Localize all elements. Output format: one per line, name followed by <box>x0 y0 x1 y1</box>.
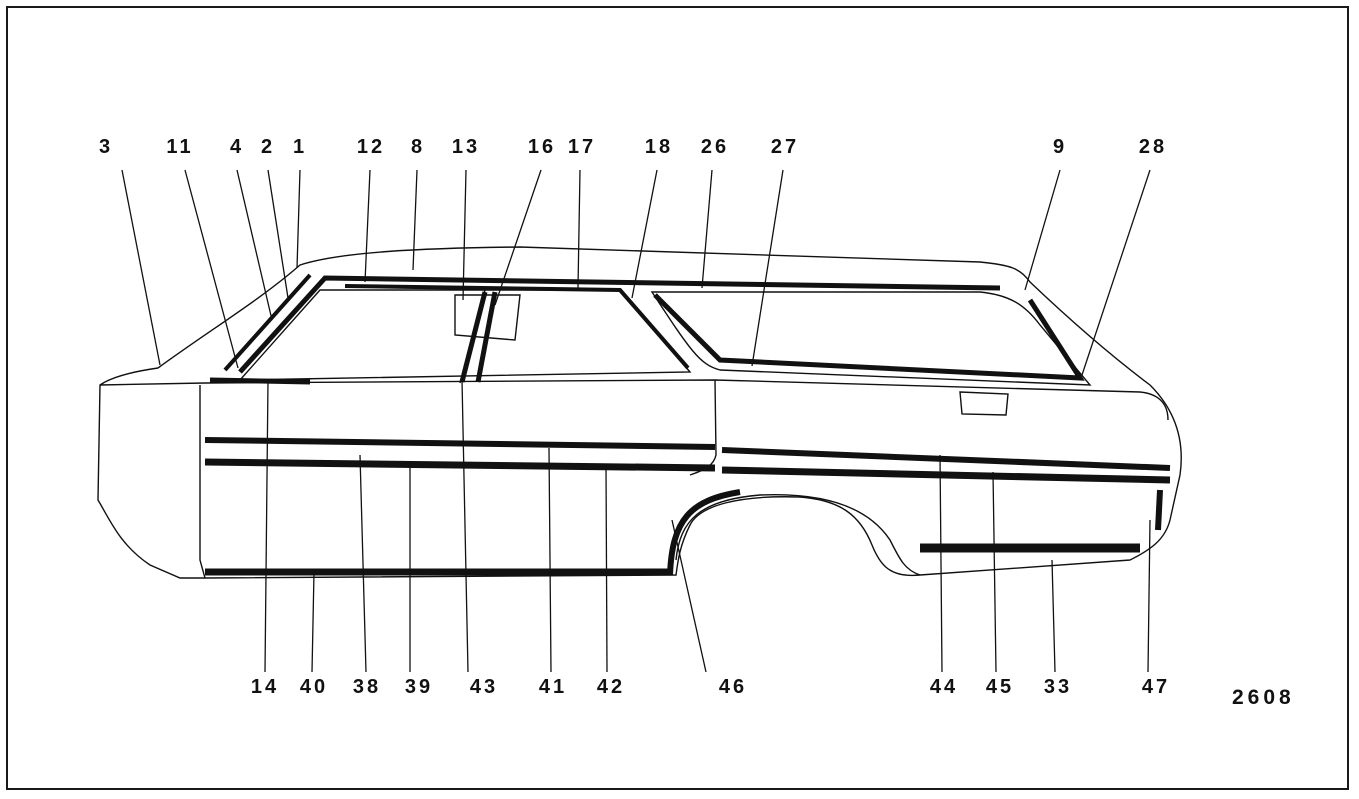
callout-label: 13 <box>451 136 481 158</box>
callout-label: 27 <box>770 136 800 158</box>
callout-label: 16 <box>527 136 557 158</box>
callout-label: 9 <box>1052 136 1068 158</box>
callout-label: 4 <box>229 136 245 158</box>
diagram-frame <box>6 6 1349 790</box>
callout-label: 41 <box>538 676 568 698</box>
callout-label: 3 <box>98 136 114 158</box>
callout-label: 28 <box>1138 136 1168 158</box>
callout-label: 11 <box>166 136 194 158</box>
callout-label: 45 <box>985 676 1015 698</box>
car-body-outline <box>97 246 1182 579</box>
callout-label: 33 <box>1043 676 1073 698</box>
callout-label: 40 <box>299 676 329 698</box>
callout-label: 26 <box>700 136 730 158</box>
callout-label: 12 <box>356 136 386 158</box>
callout-label: 38 <box>352 676 382 698</box>
callout-label: 14 <box>250 676 280 698</box>
molding-strips <box>204 273 1171 576</box>
callout-label: 17 <box>567 136 597 158</box>
callout-label: 8 <box>410 136 426 158</box>
callout-label: 46 <box>718 676 748 698</box>
callout-label: 39 <box>404 676 434 698</box>
leader-lines <box>121 169 1151 673</box>
callout-label: 44 <box>929 676 959 698</box>
callout-label: 1 <box>292 136 308 158</box>
callout-label: 43 <box>469 676 499 698</box>
callout-label: 47 <box>1141 676 1171 698</box>
callout-label: 18 <box>644 136 674 158</box>
figure-number: 2608 <box>1232 686 1295 709</box>
callout-label: 2 <box>260 136 276 158</box>
callout-label: 42 <box>596 676 626 698</box>
